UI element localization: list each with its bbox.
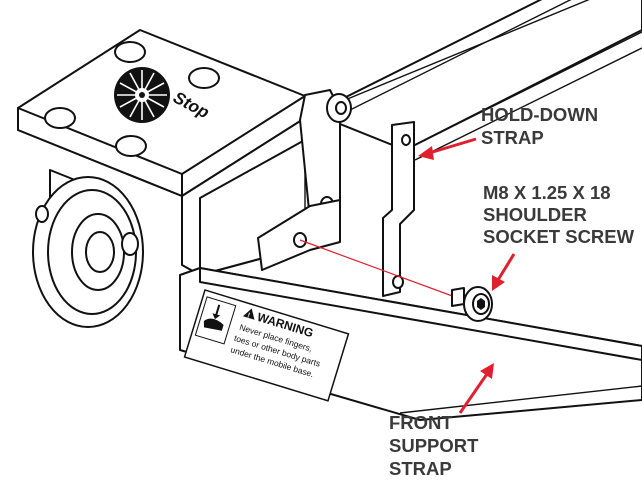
screw-arrowhead	[492, 275, 505, 291]
front-support-label-line-1: FRONT	[389, 412, 453, 433]
screw-arrow	[496, 253, 516, 281]
sawstop-logo-icon: Stop	[114, 67, 212, 123]
upright-bracket	[257, 89, 352, 271]
hold-down-arrowhead	[418, 146, 434, 160]
front-support-label-line-3: STRAP	[389, 458, 452, 479]
callout-shoulder-screw: M8 X 1.25 X 18 SHOULDER SOCKET SCREW	[483, 182, 635, 291]
shoulder-socket-screw	[451, 286, 493, 322]
assembly-line	[299, 239, 456, 298]
upper-rail	[299, 0, 642, 161]
hold-down-label-line-2: STRAP	[481, 127, 544, 148]
hold-down-strap	[382, 121, 415, 297]
svg-text:!: !	[246, 312, 250, 319]
front-support-label-line-2: SUPPORT	[389, 435, 479, 456]
hold-down-arrow	[425, 137, 477, 156]
screw-label-line-2: SHOULDER	[483, 204, 587, 225]
front-support-arrowhead	[480, 363, 494, 379]
warning-triangle-icon: !	[242, 308, 255, 320]
front-support-arrow	[458, 373, 489, 414]
callout-hold-down-strap: HOLD-DOWN STRAP	[418, 104, 598, 160]
hand-crush-icon	[194, 296, 237, 345]
warning-label: ! WARNING Never place fingers, toes or o…	[183, 289, 350, 402]
screw-label-line-3: SOCKET SCREW	[483, 226, 635, 247]
callout-front-support-strap: FRONT SUPPORT STRAP	[389, 363, 494, 479]
hold-down-label-line-1: HOLD-DOWN	[481, 104, 598, 125]
caster-wheel	[32, 169, 144, 328]
screw-label-line-1: M8 X 1.25 X 18	[483, 182, 611, 203]
